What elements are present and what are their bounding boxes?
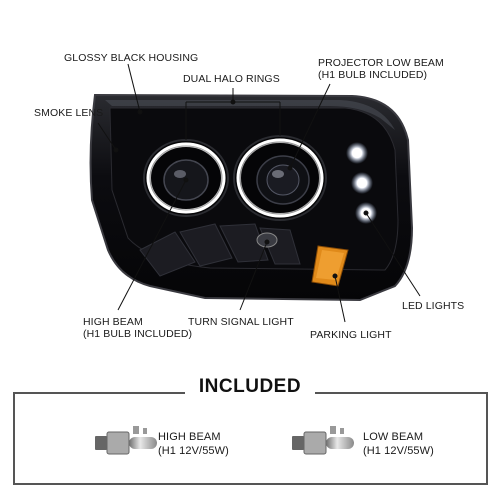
- included-item-high-beam: HIGH BEAM (H1 12V/55W): [158, 430, 229, 458]
- led-lights: [346, 142, 377, 224]
- included-item-low-beam: LOW BEAM (H1 12V/55W): [363, 430, 434, 458]
- label-projector-line1: PROJECTOR LOW BEAM: [318, 57, 444, 69]
- included-low-beam-line2: (H1 12V/55W): [363, 445, 434, 457]
- h1-bulb-icon-left: [95, 426, 157, 455]
- label-projector: PROJECTOR LOW BEAM (H1 BULB INCLUDED): [318, 57, 444, 81]
- included-title: INCLUDED: [0, 376, 500, 398]
- included-high-beam-line2: (H1 12V/55W): [158, 445, 229, 457]
- label-parking-light: PARKING LIGHT: [310, 329, 392, 341]
- included-high-beam-line1: HIGH BEAM: [158, 431, 221, 443]
- included-low-beam-line1: LOW BEAM: [363, 431, 424, 443]
- leader-lines: [97, 63, 421, 323]
- label-smoke-lens: SMOKE LENS: [34, 107, 104, 119]
- gloss-highlight: [105, 100, 395, 130]
- h1-bulb-icon-right: [292, 426, 354, 455]
- label-led-lights: LED LIGHTS: [402, 300, 465, 312]
- label-dual-halo: DUAL HALO RINGS: [183, 73, 280, 85]
- label-glossy-housing: GLOSSY BLACK HOUSING: [64, 52, 199, 64]
- label-high-beam: HIGH BEAM (H1 BULB INCLUDED): [83, 316, 192, 340]
- label-turn-signal: TURN SIGNAL LIGHT: [188, 316, 294, 328]
- label-high-beam-line2: (H1 BULB INCLUDED): [83, 328, 193, 340]
- projector-halo: [231, 133, 329, 223]
- label-projector-line2: (H1 BULB INCLUDED): [318, 69, 428, 81]
- label-high-beam-line1: HIGH BEAM: [83, 316, 143, 328]
